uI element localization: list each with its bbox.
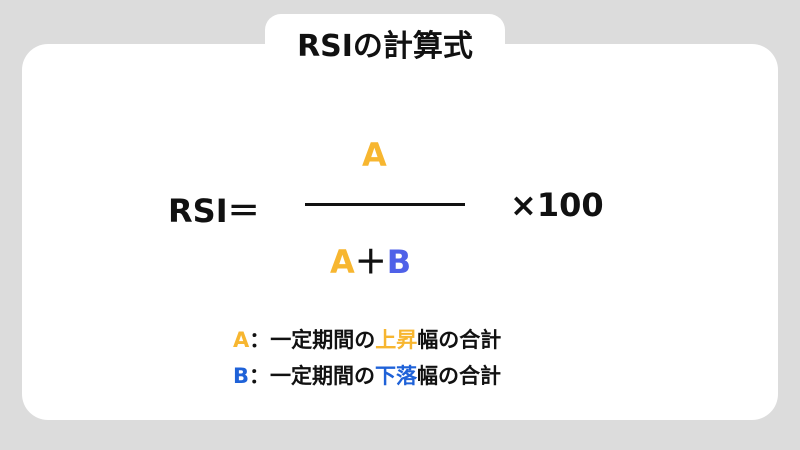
formula-numerator: A — [362, 136, 387, 174]
title-tab: RSIの計算式 — [265, 14, 505, 72]
formula-denominator: A＋B — [330, 237, 411, 283]
legend-letter-b: B — [233, 364, 250, 388]
legend-text-after: 幅の合計 — [417, 328, 502, 352]
legend-item-b: B：一定期間の下落幅の合計 — [233, 358, 501, 394]
denominator-a: A — [330, 243, 355, 281]
formula-card — [22, 44, 778, 420]
legend-text-before: 一定期間の — [270, 328, 376, 352]
legend-highlight-rise: 上昇 — [375, 328, 418, 352]
legend-colon: ： — [249, 328, 271, 352]
page-title: RSIの計算式 — [297, 29, 473, 64]
legend-item-a: A：一定期間の上昇幅の合計 — [233, 322, 501, 358]
legend-text-after: 幅の合計 — [417, 364, 502, 388]
legend-highlight-fall: 下落 — [375, 364, 418, 388]
legend-text-before: 一定期間の — [270, 364, 376, 388]
fraction-bar — [305, 203, 465, 206]
denominator-b: B — [386, 243, 412, 281]
legend-letter-a: A — [233, 328, 250, 352]
legend: A：一定期間の上昇幅の合計 B：一定期間の下落幅の合計 — [233, 322, 501, 394]
formula-lhs: RSI＝ — [168, 192, 260, 230]
legend-colon: ： — [249, 364, 271, 388]
denominator-plus: ＋ — [354, 243, 387, 281]
formula-multiplier: ×100 — [510, 186, 604, 224]
